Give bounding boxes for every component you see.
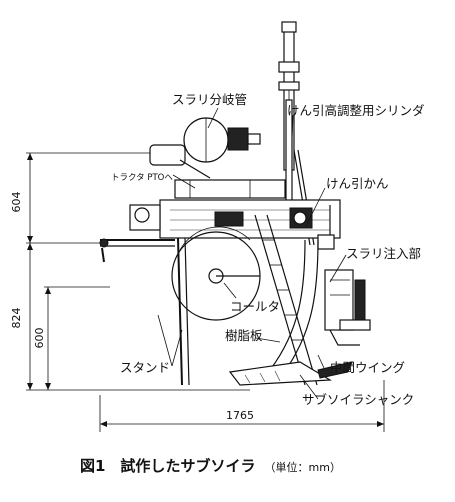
dim-total-height: 824 bbox=[10, 308, 23, 329]
label-depth-adjust-cylinder: けん引高調整用シリンダ bbox=[287, 103, 425, 118]
dimension-lines bbox=[26, 152, 385, 432]
slurry-branch-pipe bbox=[149, 117, 261, 179]
dim-length: 1765 bbox=[226, 409, 254, 422]
middle-wing bbox=[317, 361, 353, 379]
label-tractor-pto: トラクタ PTOへ bbox=[111, 173, 173, 183]
dim-upper-height: 604 bbox=[10, 192, 23, 213]
dim-lower-height: 600 bbox=[33, 328, 46, 349]
slurry-injection-unit bbox=[324, 269, 371, 346]
label-middle-wing: 中間ウイング bbox=[330, 360, 405, 375]
figure-caption: 図1 試作したサブソイラ （単位：mm） bbox=[80, 456, 341, 475]
leader-lines bbox=[157, 107, 347, 400]
caption-unit: （単位：mm） bbox=[265, 460, 341, 474]
label-slurry-inlet: スラリ注入部 bbox=[346, 246, 421, 261]
caption-title: 図1 試作したサブソイラ bbox=[80, 457, 255, 475]
depth-cylinder-mast bbox=[278, 21, 315, 246]
label-coulter: コールタ bbox=[230, 299, 280, 314]
label-resin-plate: 樹脂板 bbox=[225, 328, 263, 343]
label-slurry-branch-pipe: スラリ分岐管 bbox=[172, 92, 247, 107]
label-stand: スタンド bbox=[120, 360, 170, 375]
coulter-disc bbox=[171, 226, 261, 321]
subsoiler-shank bbox=[254, 214, 318, 386]
main-frame bbox=[99, 179, 341, 250]
subsoiler-machine bbox=[99, 21, 371, 386]
label-tow-rod: けん引かん bbox=[326, 176, 389, 191]
label-subsoiler-shank: サブソイラシャンク bbox=[302, 392, 414, 407]
rear-shank bbox=[228, 239, 332, 386]
stand-legs bbox=[101, 237, 190, 386]
